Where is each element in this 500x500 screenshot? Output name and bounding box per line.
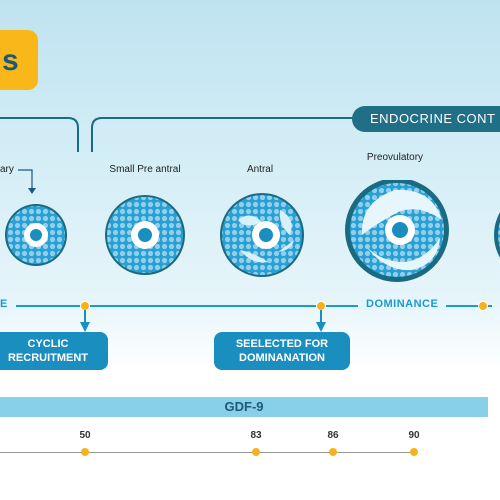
title-badge: s [0, 30, 38, 90]
timeline-dot-90 [410, 448, 418, 456]
timeline-label-50: 50 [79, 430, 91, 441]
callout-selected-line1: SEELECTED FOR [235, 338, 329, 350]
right-bracket [91, 117, 360, 152]
timeline-dot-83 [252, 448, 260, 456]
callout-cyclic-line1: CYCLIC [27, 338, 69, 350]
antral-follicle [220, 193, 304, 277]
phase-line [12, 305, 492, 307]
phase-tag-left: E [0, 298, 16, 310]
timeline-label-90: 90 [408, 430, 420, 441]
callout-pointer-cyclic [80, 310, 90, 332]
stage-label-preovulatory: Preovulatory [366, 152, 424, 163]
left-bracket [0, 117, 79, 152]
callout-cyclic-line2: RECRUITMENT [7, 352, 89, 364]
phase-tag-dominance: DOMINANCE [358, 298, 447, 310]
ovulatory-follicle-partial [494, 212, 500, 258]
phase-dot-dominance [478, 301, 488, 311]
callout-pointer-selected [316, 310, 326, 332]
callout-selected-for-dominance: SEELECTED FOR DOMINANATION [214, 332, 350, 370]
timeline-label-83: 83 [250, 430, 262, 441]
follicle-illustrations [5, 180, 500, 282]
gdf9-bar: GDF-9 [0, 397, 488, 417]
small-preantral-follicle [105, 195, 185, 275]
primary-follicle [5, 204, 67, 266]
callout-cyclic-recruitment: CYCLIC RECRUITMENT [0, 332, 108, 370]
callout-selected-line2: DOMINANATION [239, 352, 325, 364]
timeline-line [0, 452, 412, 453]
stage-brackets [0, 117, 360, 152]
stage-label-small-preantral: Small Pre antral [109, 164, 181, 175]
stage-label-antral: Antral [246, 164, 274, 175]
timeline-dot-86 [329, 448, 337, 456]
stage-label-primary: ary [0, 164, 14, 175]
endocrine-control-banner: ENDOCRINE CONT [352, 106, 500, 132]
timeline-label-86: 86 [327, 430, 339, 441]
title-badge-text: s [2, 44, 19, 77]
timeline-dot-50 [81, 448, 89, 456]
preovulatory-follicle [345, 180, 449, 282]
stage-pointer-arrow [18, 169, 36, 194]
